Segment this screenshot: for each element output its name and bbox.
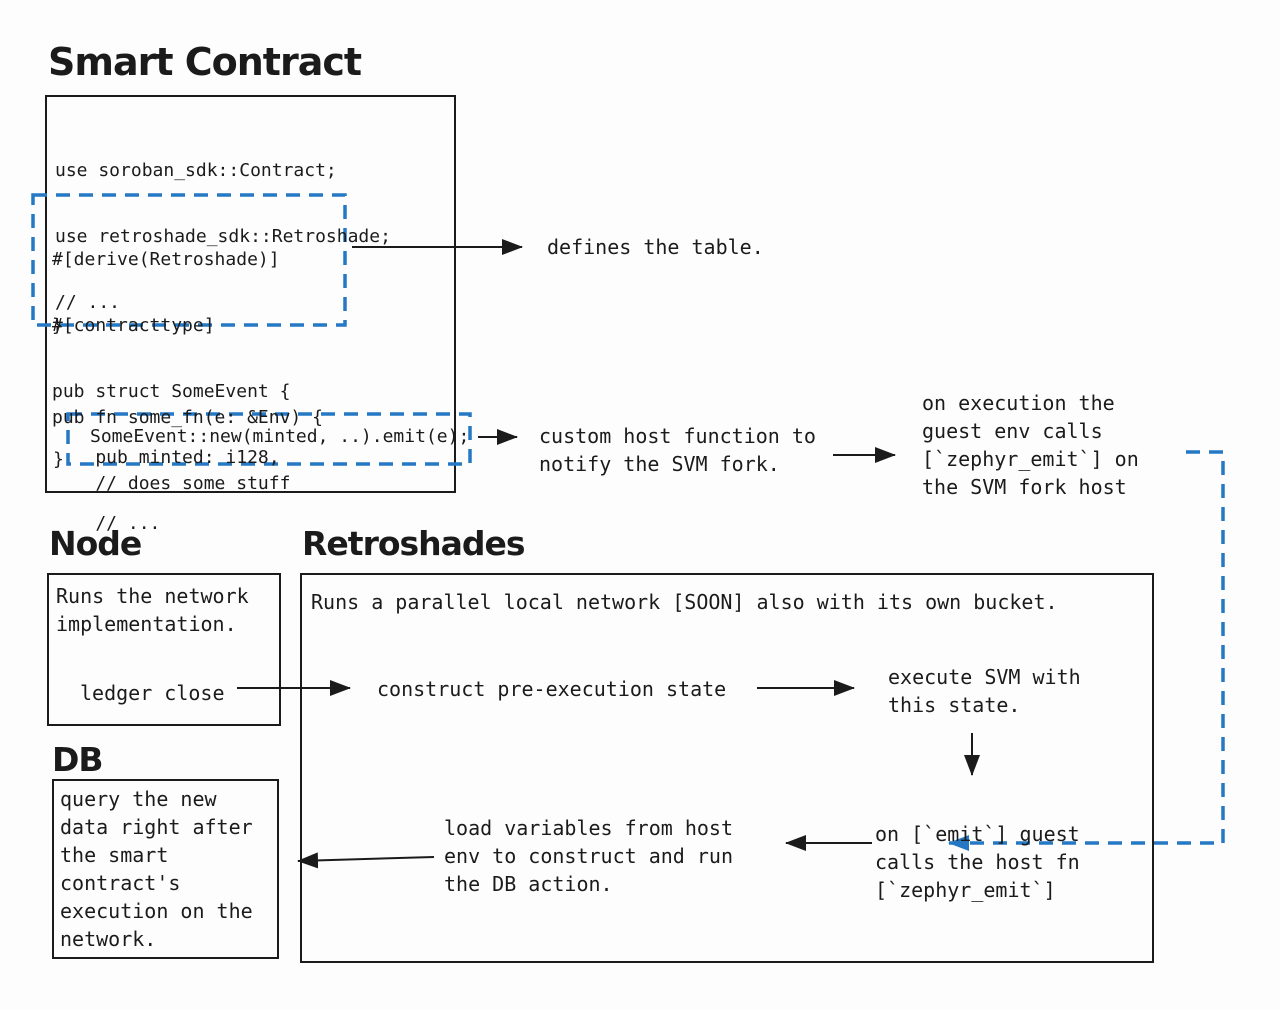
code-line: #[contracttype]	[52, 315, 215, 336]
code-line: use retroshade_sdk::Retroshade;	[55, 226, 391, 247]
code-fn-close: }	[53, 449, 64, 470]
code-line: pub struct SomeEvent {	[52, 381, 291, 402]
code-line: // does some stuff	[52, 473, 291, 494]
note-execute-svm: execute SVM with this state.	[888, 665, 1081, 717]
note-load-variables: load variables from host env to construc…	[444, 816, 733, 896]
node-box	[47, 573, 281, 726]
code-struct-block: #[derive(Retroshade)] #[contracttype] pu…	[52, 205, 290, 579]
db-box	[52, 779, 279, 959]
retroshades-box	[300, 573, 1154, 963]
smart-contract-title: Smart Contract	[48, 40, 362, 84]
ledger-close-label: ledger close	[80, 681, 225, 705]
note-on-emit: on [`emit`] guest calls the host fn [`ze…	[875, 822, 1080, 902]
code-fn-block: pub fn some_fn(e: &Env) { // does some s…	[52, 363, 323, 539]
code-line: pub fn some_fn(e: &Env) {	[52, 407, 323, 428]
node-description: Runs the network implementation.	[56, 584, 249, 636]
code-line: #[derive(Retroshade)]	[52, 249, 280, 270]
note-custom-host-fn: custom host function to notify the SVM f…	[539, 424, 816, 476]
note-construct-state: construct pre-execution state	[377, 677, 727, 701]
code-line: use soroban_sdk::Contract;	[55, 160, 337, 181]
code-emit-line: SomeEvent::new(minted, ..).emit(e);	[90, 426, 470, 447]
code-line: pub minted: i128,	[52, 447, 280, 468]
retroshades-title: Retroshades	[302, 524, 526, 563]
retroshades-header: Runs a parallel local network [SOON] als…	[311, 590, 1058, 614]
db-title: DB	[52, 740, 104, 779]
note-on-execution: on execution the guest env calls [`zephy…	[922, 391, 1139, 499]
code-struct-close: }	[52, 315, 63, 336]
code-imports: use soroban_sdk::Contract; use retroshad…	[55, 116, 391, 358]
note-defines-table: defines the table.	[547, 235, 764, 259]
db-description: query the new data right after the smart…	[60, 787, 253, 951]
code-line: // ...	[55, 292, 121, 313]
code-line: // ...	[52, 513, 161, 534]
node-title: Node	[49, 524, 142, 563]
